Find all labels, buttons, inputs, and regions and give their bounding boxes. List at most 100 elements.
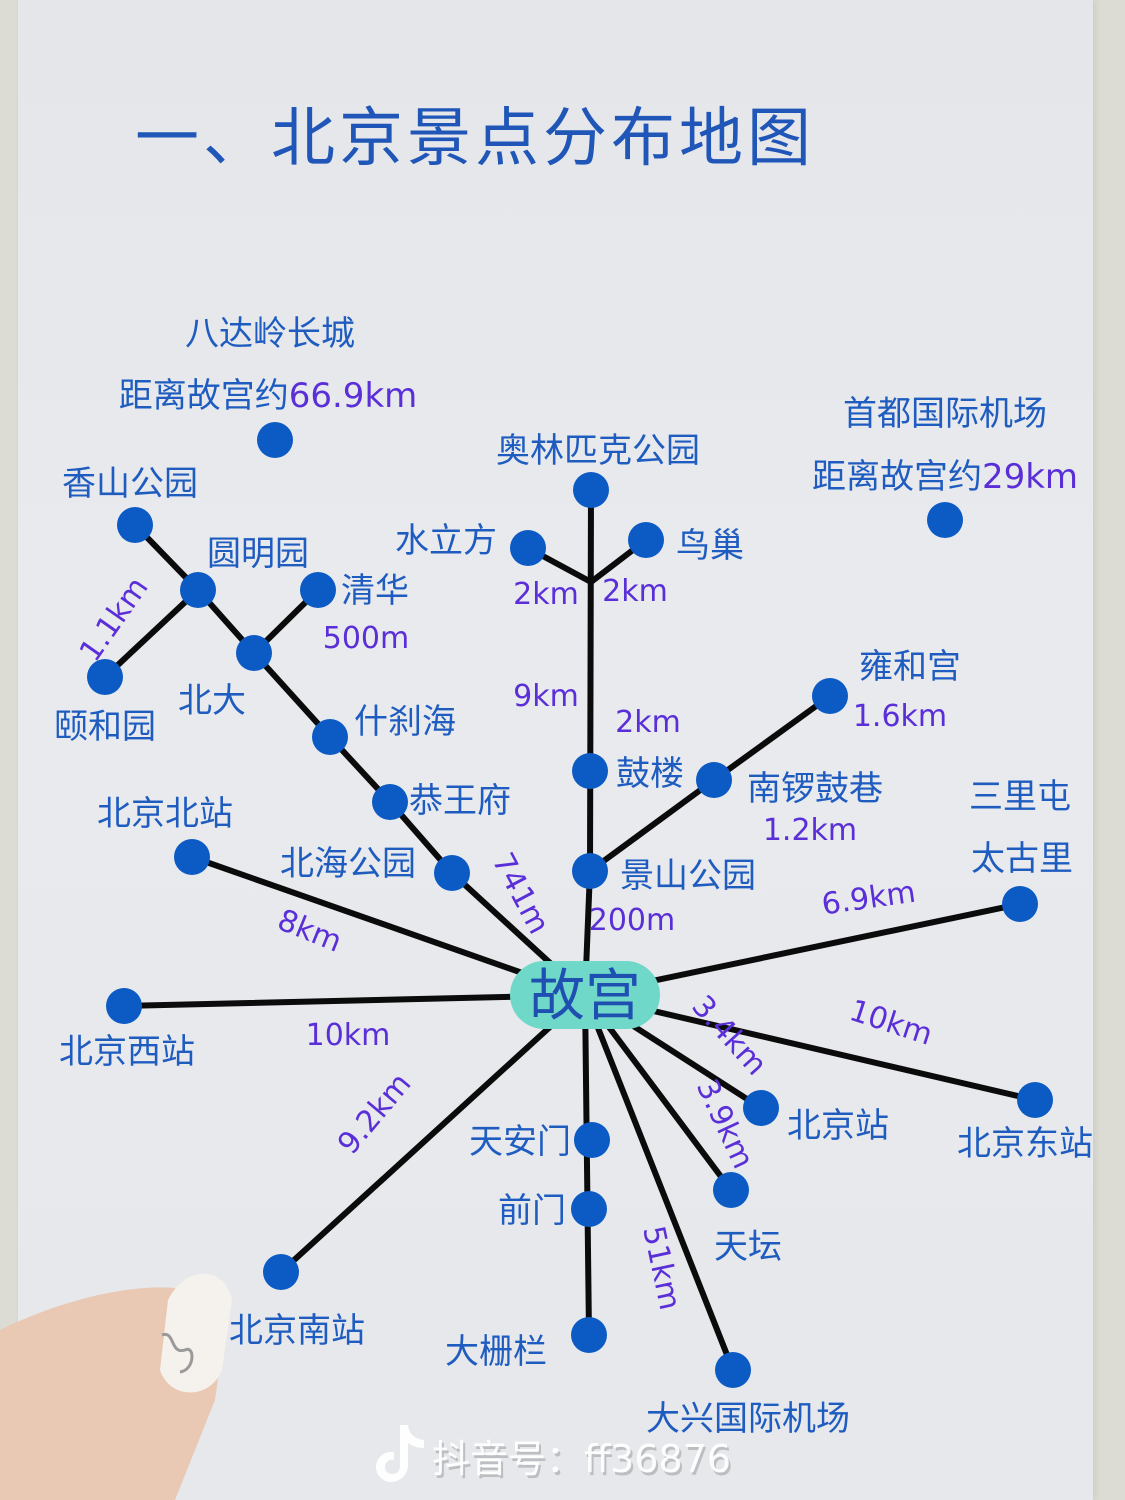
label-beijing-east: 北京东站 xyxy=(957,1124,1093,1164)
hub-forbidden-city[interactable]: 故宫 xyxy=(510,961,660,1029)
label-yonghegong: 雍和宫 xyxy=(859,647,961,687)
label-gongwangfu: 恭王府 xyxy=(409,781,511,821)
distance-label-0: 1.1km xyxy=(73,571,156,668)
node-beijing-west[interactable] xyxy=(106,988,142,1024)
label-capital-airport: 首都国际机场 xyxy=(843,394,1047,434)
distance-note-value: 29km xyxy=(982,457,1078,497)
label-tiantan: 天坛 xyxy=(714,1227,782,1267)
node-nanluoguxiang[interactable] xyxy=(696,762,732,798)
distance-label-10: 8km xyxy=(273,903,347,960)
distance-label-12: 10km xyxy=(306,1018,391,1053)
node-gulou[interactable] xyxy=(572,753,608,789)
watermark-shadow: 抖音号：ff36876 xyxy=(434,1440,733,1484)
node-shuilifang[interactable] xyxy=(510,530,546,566)
distance-label-15: 3.9km xyxy=(689,1074,761,1174)
distance-note-prefix: 距离故宫约 xyxy=(812,457,982,497)
label-yiheyuan: 颐和园 xyxy=(54,707,156,747)
label-shichahai: 什刹海 xyxy=(354,702,456,742)
node-xiangshan[interactable] xyxy=(117,507,153,543)
route-beijing-west-hub xyxy=(121,992,588,1009)
watermark-label: 抖音号：ff36876 xyxy=(432,1437,731,1481)
label-shuilifang: 水立方 xyxy=(395,521,497,561)
node-daxing-airport[interactable] xyxy=(715,1352,751,1388)
label-niaochao: 鸟巢 xyxy=(676,526,744,566)
distance-label-1: 500m xyxy=(323,621,409,656)
route-daxing-airport-hub xyxy=(582,992,736,1373)
label-beihai: 北海公园 xyxy=(280,844,416,884)
route-hub-dashilan xyxy=(582,992,592,1338)
distance-label-11: 6.9km xyxy=(820,875,918,923)
node-yuanmingyuan[interactable] xyxy=(180,572,216,608)
route-beida-shichahai xyxy=(251,650,333,740)
node-tiantan[interactable] xyxy=(713,1172,749,1208)
node-tiananmen[interactable] xyxy=(574,1122,610,1158)
route-jingshan-nanluoguxiang xyxy=(587,777,717,874)
hub-badge xyxy=(510,961,660,1029)
node-badaling[interactable] xyxy=(257,422,293,458)
node-capital-airport[interactable] xyxy=(927,502,963,538)
node-shichahai[interactable] xyxy=(312,719,348,755)
node-beijing-north[interactable] xyxy=(174,839,210,875)
hub-label: 故宫 xyxy=(529,964,641,1029)
distance-label-13: 10km xyxy=(845,993,936,1052)
watermark: 抖音号：ff36876 抖音号：ff36876 xyxy=(376,1425,733,1484)
node-yiheyuan[interactable] xyxy=(87,659,123,695)
label-daxing-airport: 大兴国际机场 xyxy=(646,1399,850,1439)
distance-note-value: 66.9km xyxy=(289,376,418,416)
distance-label-5: 2km xyxy=(615,705,681,740)
label-beijing-station: 北京站 xyxy=(787,1106,889,1146)
label-badaling: 八达岭长城 xyxy=(185,314,355,354)
distance-label-3: 2km xyxy=(602,574,668,609)
node-beida[interactable] xyxy=(236,635,272,671)
label-nanluoguxiang: 南锣鼓巷 xyxy=(747,769,883,809)
paper-sheet xyxy=(18,0,1093,1500)
route-beijing-east-hub xyxy=(582,992,1038,1103)
node-beihai[interactable] xyxy=(434,855,470,891)
label-gulou: 鼓楼 xyxy=(616,754,684,794)
node-beijing-east[interactable] xyxy=(1017,1082,1053,1118)
label-beida: 北大 xyxy=(178,681,246,721)
route-sanlitun-hub xyxy=(582,901,1023,998)
label-sanlitun: 太古里 xyxy=(971,839,1073,879)
distance-note-prefix: 距离故宫约 xyxy=(119,376,289,416)
distance-label-4: 9km xyxy=(513,679,579,714)
node-sanlitun[interactable] xyxy=(1002,886,1038,922)
node-qianmen[interactable] xyxy=(571,1191,607,1227)
distance-label-9: 741m xyxy=(485,847,557,940)
route-yuanmingyuan-yiheyuan xyxy=(102,587,201,680)
node-jingshan[interactable] xyxy=(572,853,608,889)
label-jingshan: 景山公园 xyxy=(620,856,756,896)
route-beijing-south-hub xyxy=(278,992,588,1275)
label-beijing-south: 北京南站 xyxy=(229,1311,365,1351)
label-beijing-north: 北京北站 xyxy=(97,794,233,834)
node-beijing-south[interactable] xyxy=(263,1254,299,1290)
distance-label-2: 2km xyxy=(513,577,579,612)
node-yonghegong[interactable] xyxy=(812,678,848,714)
label-olympic: 奥林匹克公园 xyxy=(496,431,700,471)
route-lines xyxy=(102,487,1038,1373)
distance-label-8: 200m xyxy=(589,903,675,938)
node-niaochao[interactable] xyxy=(628,522,664,558)
label-beijing-west: 北京西站 xyxy=(59,1032,195,1072)
tiktok-note-icon xyxy=(376,1425,424,1482)
node-beijing-station[interactable] xyxy=(743,1090,779,1126)
distance-note-0: 距离故宫约66.9km xyxy=(119,376,418,416)
distance-label-7: 1.2km xyxy=(763,813,857,848)
node-dashilan[interactable] xyxy=(571,1317,607,1353)
route-nanluoguxiang-yonghegong xyxy=(711,693,833,783)
attraction-nodes xyxy=(87,422,1053,1388)
label-tiananmen: 天安门 xyxy=(469,1122,571,1162)
distance-label-16: 9.2km xyxy=(331,1067,418,1162)
node-gongwangfu[interactable] xyxy=(372,784,408,820)
label-xiangshan: 香山公园 xyxy=(62,464,198,504)
label-yuanmingyuan: 圆明园 xyxy=(207,534,309,574)
label-qinghua: 清华 xyxy=(341,571,409,611)
finger-decoration xyxy=(0,1273,232,1500)
distance-note-1: 距离故宫约29km xyxy=(812,457,1078,497)
node-olympic[interactable] xyxy=(573,472,609,508)
map-title: 一、北京景点分布地图 xyxy=(135,102,815,176)
node-qinghua[interactable] xyxy=(300,572,336,608)
